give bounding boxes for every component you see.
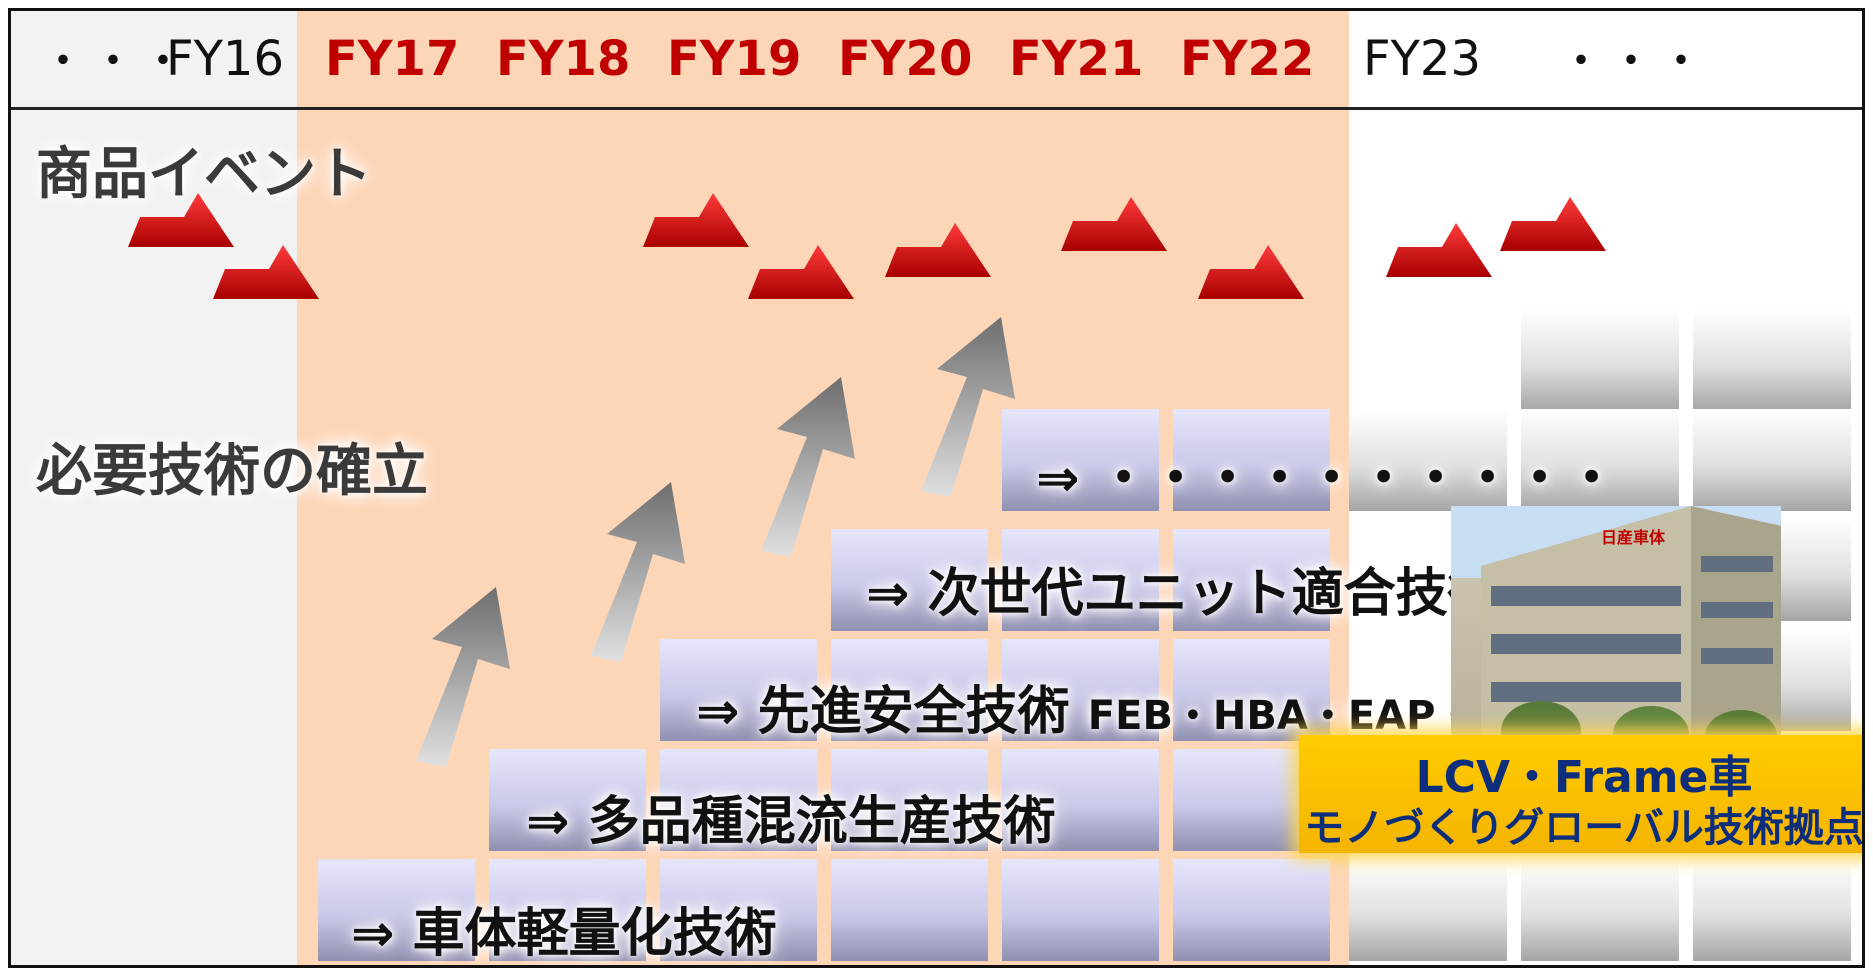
step-cell [489, 859, 646, 961]
building-sign: 日産車体 [1601, 528, 1666, 547]
red-step-arrow-icon [213, 245, 319, 299]
year-fy18: FY18 [496, 31, 631, 87]
step-cell [1002, 859, 1159, 961]
red-step-arrow-icon [1500, 197, 1606, 251]
gray-up-arrow-icon [761, 377, 855, 557]
roadmap-frame: ・・・ FY16 FY17 FY18 FY19 FY20 FY21 FY22 F… [8, 8, 1865, 968]
pre-period-band [11, 11, 297, 965]
step-cell [489, 749, 646, 851]
red-step-arrow-icon [1061, 197, 1167, 251]
year-fy23: FY23 [1363, 31, 1482, 87]
lcv-banner: LCV・Frame車 モノづくりグローバル技術拠点 [1299, 735, 1864, 853]
step-cell [1002, 639, 1159, 741]
step-cell [318, 859, 475, 961]
factory-building-photo: 日産車体 [1451, 506, 1781, 746]
step-label-5: ⇒ ・・・・・・・・・・ [1036, 449, 1618, 509]
step-cell [1173, 639, 1330, 741]
header-bg-right [1349, 11, 1862, 107]
step-cell [1173, 529, 1330, 631]
step-cell [660, 859, 817, 961]
step-label-3-text: ⇒ 先進安全技術 [696, 682, 1070, 742]
future-grid-cell [1349, 859, 1507, 961]
step-label-4: ⇒ 次世代ユニット適合技術 [866, 564, 1500, 624]
step-cell [660, 749, 817, 851]
step-label-3: ⇒ 先進安全技術 FEB・HBA・EAP・・・ [696, 669, 1555, 744]
gray-up-arrow-icon [591, 482, 685, 662]
banner-line-1: LCV・Frame車 [1415, 752, 1753, 803]
step-cell [831, 529, 988, 631]
future-grid-cell [1521, 859, 1679, 961]
step-cell [1173, 859, 1330, 961]
red-step-arrow-icon [885, 223, 991, 277]
year-fy20: FY20 [838, 31, 973, 87]
year-fy21: FY21 [1009, 31, 1144, 87]
step-cell [831, 639, 988, 741]
year-fy22: FY22 [1180, 31, 1315, 87]
header-bg-left [11, 11, 297, 107]
step-cell [1002, 529, 1159, 631]
future-grid-cell [1693, 409, 1851, 511]
future-grid-cell [1693, 309, 1851, 411]
step-cell [831, 859, 988, 961]
red-step-arrow-icon [1198, 245, 1304, 299]
building-illustration [1481, 506, 1781, 746]
red-step-arrow-icon [128, 193, 234, 247]
gray-up-arrow-icon [416, 587, 510, 767]
future-grid-cell [1521, 409, 1679, 511]
step-cell [1002, 409, 1159, 511]
tech-title: 必要技術の確立 [36, 439, 428, 504]
year-fy16: FY16 [166, 31, 285, 87]
header-divider [11, 107, 1862, 110]
banner-line-2: モノづくりグローバル技術拠点 [1304, 805, 1864, 851]
future-grid-cell [1521, 309, 1679, 411]
future-grid-cell [1693, 859, 1851, 961]
step-cell [660, 639, 817, 741]
step-cell [831, 749, 988, 851]
red-step-arrow-icon [1386, 223, 1492, 277]
red-step-arrow-icon [748, 245, 854, 299]
header-dots-right: ・・・ [1559, 36, 1709, 87]
year-fy17: FY17 [325, 31, 460, 87]
year-fy19: FY19 [667, 31, 802, 87]
events-title: 商品イベント [36, 142, 372, 207]
step-cell [1002, 749, 1159, 851]
header-dots-left: ・・・ [41, 36, 191, 87]
step-cell [1173, 409, 1330, 511]
red-step-arrow-icon [643, 193, 749, 247]
future-grid-cell [1349, 409, 1507, 511]
step-label-2: ⇒ 多品種混流生産技術 [526, 792, 1056, 852]
gray-up-arrow-icon [921, 317, 1015, 497]
step-label-1: ⇒ 車体軽量化技術 [351, 904, 777, 964]
